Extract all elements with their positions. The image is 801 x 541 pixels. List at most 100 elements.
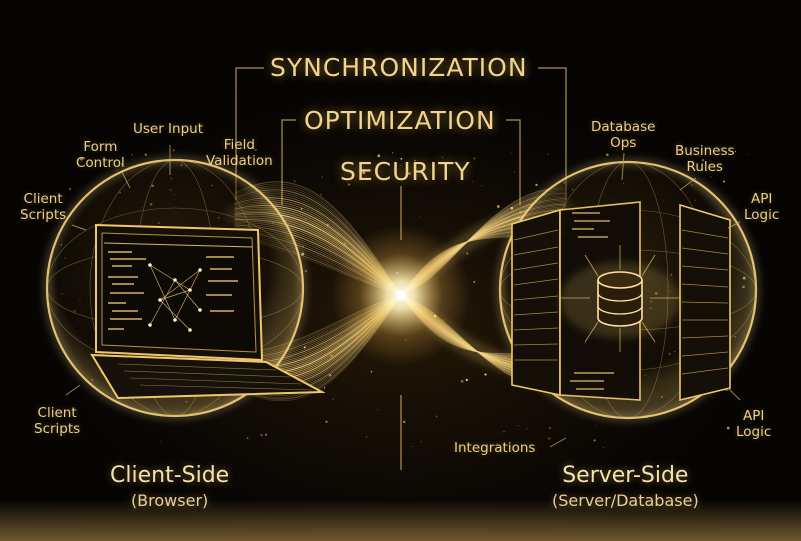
label-business-rules-line1: Business — [675, 143, 735, 159]
sparkle-particle — [411, 445, 412, 447]
sparkle-particle — [498, 372, 500, 374]
sparkle-particle — [160, 441, 161, 443]
server-side-heading: Server-Side — [562, 463, 689, 488]
sparkle-particle — [517, 425, 519, 427]
sparkle-particle — [472, 181, 474, 183]
label-integrations-text: Integrations — [454, 440, 536, 456]
sparkle-particle — [503, 431, 505, 433]
sparkle-particle — [408, 172, 411, 175]
sparkle-particle — [547, 153, 549, 155]
label-field-validation-line2: Validation — [206, 153, 273, 169]
label-field-validation: Field Validation — [206, 137, 273, 169]
sparkle-particle — [325, 420, 328, 423]
server-side-subheading: (Server/Database) — [552, 491, 699, 510]
sparkle-particle — [510, 206, 514, 210]
database-icon — [560, 245, 680, 352]
label-database-ops: Database Ops — [591, 119, 655, 151]
sparkle-particle — [400, 164, 402, 167]
sparkle-particle — [321, 176, 324, 179]
sparkle-particle — [293, 180, 296, 183]
sparkle-particle — [473, 281, 476, 283]
label-business-rules: Business Rules — [675, 143, 735, 175]
sparkle-particle — [460, 379, 464, 383]
sparkle-particle — [420, 440, 422, 443]
label-form-control-line1: Form — [83, 139, 118, 155]
sparkle-particle — [303, 346, 306, 349]
label-client-scripts-bottom: Client Scripts — [34, 405, 80, 437]
label-database-ops-line1: Database — [591, 119, 656, 135]
label-database-ops-line2: Ops — [610, 135, 637, 151]
sparkle-particle — [400, 157, 403, 160]
sparkle-particle — [260, 433, 263, 437]
sparkle-particle — [748, 153, 750, 155]
sparkle-particle — [465, 378, 468, 382]
sparkle-particle — [473, 157, 476, 160]
sparkle-particle — [392, 152, 394, 154]
sparkle-particle — [414, 159, 416, 162]
sparkle-particle — [254, 149, 257, 151]
sparkle-particle — [323, 387, 326, 389]
sparkle-particle — [302, 245, 304, 247]
optimization-label: OPTIMIZATION — [304, 106, 496, 135]
sparkle-particle — [484, 373, 487, 376]
label-business-rules-line2: Rules — [686, 159, 723, 175]
sparkle-particle — [370, 370, 373, 373]
security-label: SECURITY — [340, 157, 471, 186]
sparkle-particle — [265, 433, 268, 436]
label-client-scripts-top: Client Scripts — [20, 191, 66, 223]
sparkle-particle — [327, 224, 329, 226]
sparkle-particle — [294, 358, 296, 360]
sparkle-particle — [330, 354, 333, 358]
sparkle-particle — [365, 436, 368, 438]
floor-glow — [0, 500, 801, 541]
sparkle-particle — [726, 426, 730, 430]
sparkle-particle — [593, 439, 596, 442]
label-api-logic-top-line2: Logic — [744, 207, 780, 223]
sparkle-particle — [172, 149, 175, 152]
label-api-logic-bottom-line1: API — [742, 408, 765, 424]
sparkle-particle — [328, 373, 332, 377]
sparkle-particle — [463, 347, 466, 350]
label-api-logic-top-line1: API — [750, 191, 773, 207]
sparkle-particle — [69, 188, 71, 190]
sparkle-particle — [300, 208, 303, 210]
label-api-logic-bottom: API Logic — [736, 408, 771, 440]
label-user-input: User Input — [133, 121, 203, 137]
center-core — [396, 290, 406, 300]
sparkle-particle — [602, 446, 604, 448]
label-api-logic-bottom-line2: Logic — [736, 424, 772, 440]
sparkle-particle — [304, 218, 307, 220]
sparkle-particle — [246, 437, 249, 440]
sparkle-particle — [535, 183, 538, 187]
label-client-scripts-bottom-line1: Client — [37, 405, 77, 421]
sparkle-particle — [362, 171, 366, 175]
sparkle-particle — [480, 185, 483, 187]
sparkle-particle — [324, 386, 326, 388]
label-field-validation-line1: Field — [223, 137, 255, 153]
sparkle-particle — [332, 398, 334, 400]
sparkle-particle — [549, 426, 551, 429]
sparkle-particle — [709, 176, 712, 178]
client-side-subheading: (Browser) — [130, 491, 209, 510]
sparkle-particle — [500, 229, 502, 232]
sparkle-particle — [466, 252, 469, 255]
sparkle-particle — [595, 425, 597, 427]
server-side-title: Server-Side (Server/Database) — [552, 462, 699, 512]
sparkle-particle — [441, 156, 444, 158]
sparkle-particle — [261, 186, 263, 188]
sparkle-particle — [377, 154, 381, 158]
sparkle-particle — [121, 163, 124, 166]
sparkle-particle — [548, 437, 551, 440]
sparkle-particle — [348, 183, 351, 186]
sparkle-particle — [701, 158, 705, 162]
sparkle-particle — [514, 171, 516, 173]
label-user-input-text: User Input — [133, 121, 204, 137]
label-client-scripts-top-line2: Scripts — [20, 207, 67, 223]
label-form-control-line2: Control — [76, 155, 125, 171]
sparkle-particle — [419, 216, 421, 218]
sparkle-particle — [725, 151, 728, 154]
label-client-scripts-bottom-line2: Scripts — [34, 421, 81, 437]
label-form-control: Form Control — [76, 139, 125, 171]
sparkle-particle — [511, 151, 513, 153]
